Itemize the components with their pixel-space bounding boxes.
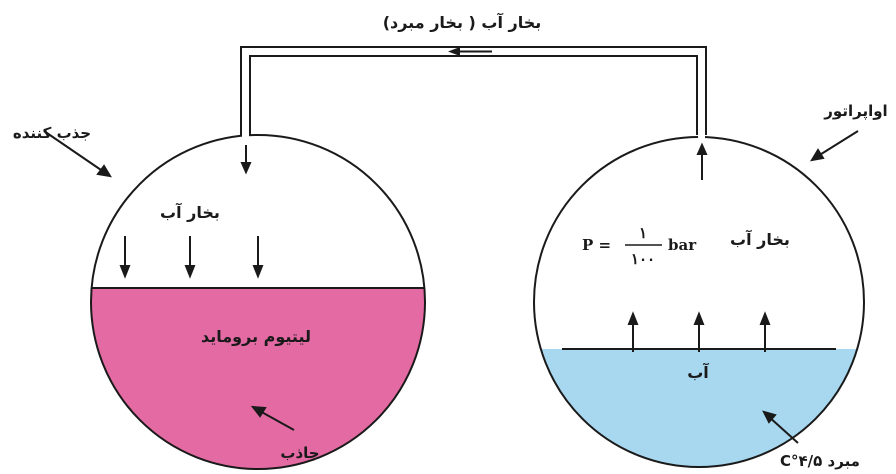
formula-unit: bar <box>668 236 697 254</box>
pressure-formula: P = ۱ ۱۰۰ bar <box>582 224 697 268</box>
pipe-label: بخار آب ( بخار مبرد) <box>383 12 542 32</box>
down-arrow <box>240 145 252 175</box>
formula-numerator: ۱ <box>639 224 647 242</box>
absorber-down-arrows <box>119 145 264 279</box>
evaporator-up-arrows <box>627 142 771 352</box>
up-arrow <box>759 311 771 352</box>
down-arrow <box>252 236 264 279</box>
absorber-label: جذب کننده <box>13 124 91 142</box>
evaporator-pointer <box>810 130 859 162</box>
pointer-arrows <box>43 130 859 444</box>
down-arrow <box>119 236 131 279</box>
formula-denominator: ۱۰۰ <box>631 250 655 268</box>
absorber-vessel <box>90 132 426 470</box>
formula-lhs: P = <box>582 236 611 254</box>
lithium-bromide-fill <box>91 288 425 469</box>
pipe-flow-arrow <box>448 47 492 56</box>
refrigerant-label: مبرد ۴/۵°C <box>780 452 860 470</box>
water-label: آب <box>687 362 709 382</box>
up-arrow <box>627 311 639 352</box>
evaporator-vapor-label: بخار آب <box>730 229 790 249</box>
evaporator-label: اواپراتور <box>823 102 887 121</box>
refrigerant-pointer <box>762 410 799 444</box>
up-arrow <box>693 311 705 352</box>
absorbent-label: جاذب <box>280 444 319 462</box>
absorbent-pointer <box>250 405 295 431</box>
up-arrow <box>696 142 708 180</box>
vapor-pipe <box>240 46 707 135</box>
lithium-bromide-label: لیتیوم برومايد <box>201 327 311 346</box>
down-arrow <box>184 236 196 279</box>
evaporator-vessel <box>533 134 865 468</box>
absorber-vapor-label: بخار آب <box>160 202 220 222</box>
absorber-pointer <box>43 130 112 178</box>
